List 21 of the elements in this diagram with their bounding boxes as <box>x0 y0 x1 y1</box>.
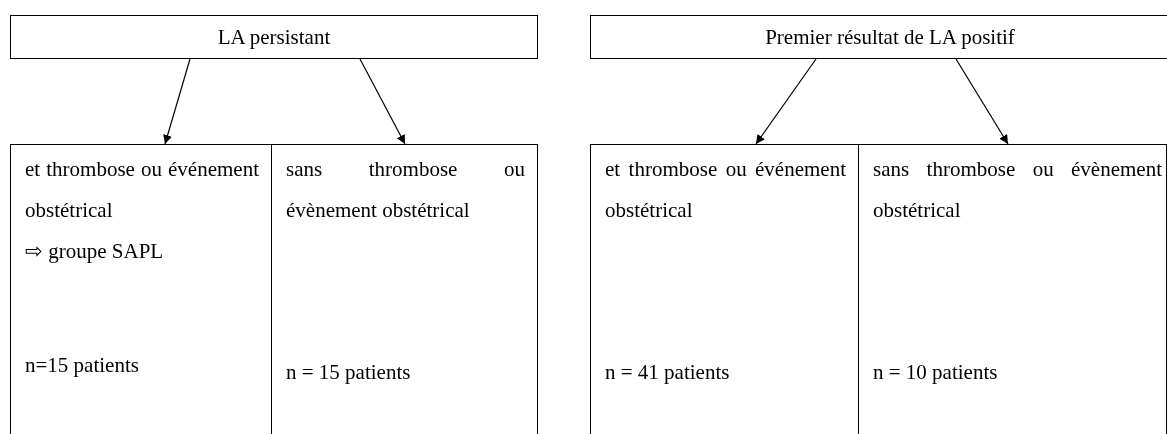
group-description: sans thrombose ou évènement obstétrical <box>286 156 525 224</box>
patient-count: n = 41 patients <box>605 359 730 386</box>
group-description: et thrombose ou événement obstétrical <box>605 156 846 224</box>
patient-count: n=15 patients <box>25 352 139 379</box>
group-cell <box>10 144 272 434</box>
header-box <box>10 15 538 59</box>
patient-count: n = 10 patients <box>873 359 998 386</box>
group-cell <box>271 144 538 434</box>
group-description: et thrombose ou événement obstétrical <box>25 156 259 224</box>
group-cell <box>858 144 1167 434</box>
arrow <box>955 58 1009 145</box>
header-box <box>590 15 1167 59</box>
group-description: sans thrombose ou évènement obstétrical <box>873 156 1162 224</box>
patient-count: n = 15 patients <box>286 359 411 386</box>
group-cell <box>590 144 859 434</box>
header-text: LA persistant <box>217 24 331 50</box>
arrow <box>163 58 191 145</box>
header-text: Premier résultat de LA positif <box>765 24 1015 50</box>
arrow <box>755 58 817 145</box>
group-conclusion: ⇨ groupe SAPL <box>25 238 165 265</box>
arrow <box>359 58 406 145</box>
